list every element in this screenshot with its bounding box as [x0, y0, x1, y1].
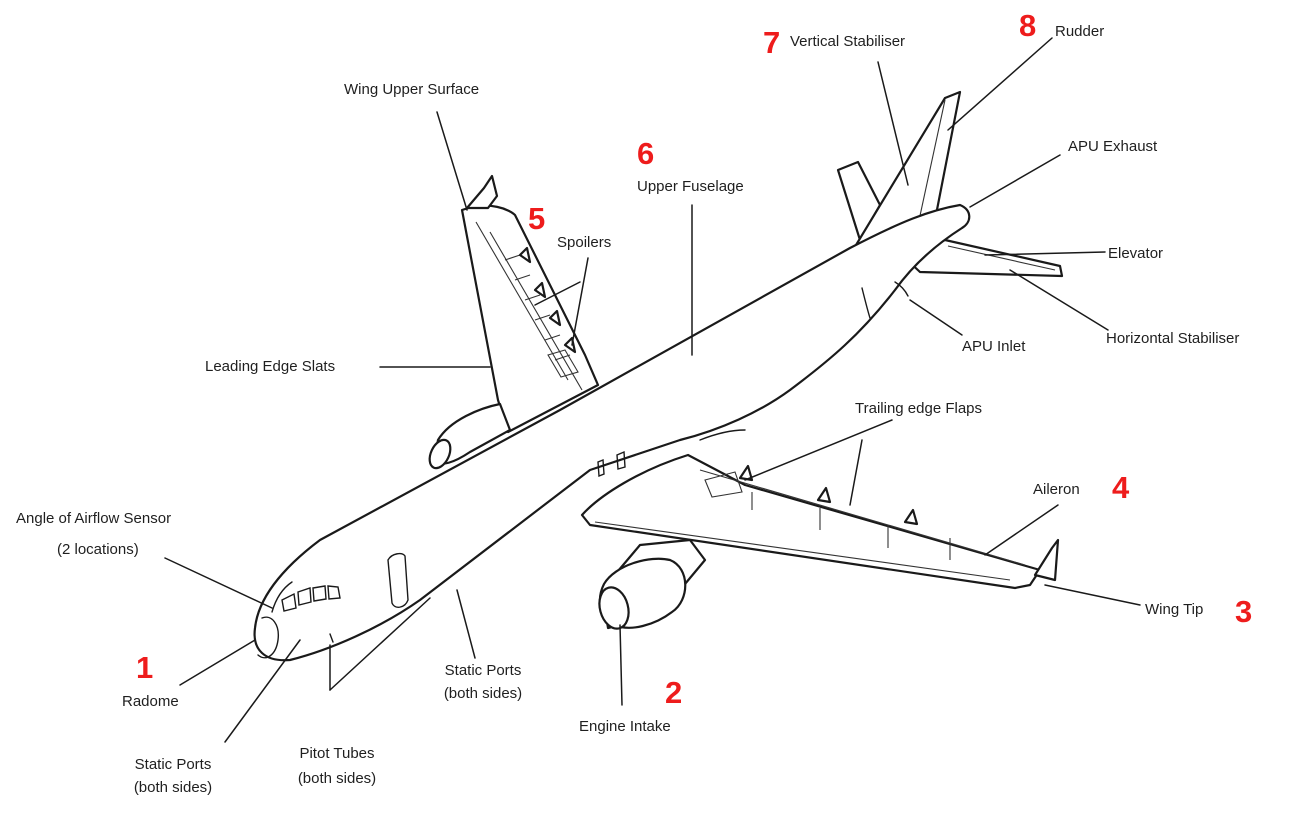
label-wing-tip: Wing Tip — [1145, 601, 1204, 618]
label-leading-edge-slats: Leading Edge Slats — [205, 358, 336, 375]
label-static-ports-fuselage-note: (both sides) — [443, 685, 523, 702]
label-engine-intake: Engine Intake — [579, 718, 671, 735]
label-aileron: Aileron — [1033, 481, 1080, 498]
fuselage — [253, 203, 971, 662]
label-radome: Radome — [122, 693, 179, 710]
label-angle-of-airflow-sensor-note: (2 locations) — [57, 541, 139, 558]
marker-6-upper-fuselage: 6 — [637, 136, 655, 171]
label-upper-fuselage: Upper Fuselage — [637, 178, 744, 195]
label-rudder: Rudder — [1055, 23, 1105, 40]
marker-1-radome: 1 — [136, 650, 154, 685]
marker-8-rudder: 8 — [1019, 8, 1037, 43]
leader-lines — [164, 37, 1141, 743]
marker-4-aileron: 4 — [1112, 470, 1130, 505]
label-wing-upper-surface: Wing Upper Surface — [344, 81, 480, 98]
marker-5-spoilers: 5 — [528, 201, 546, 236]
label-trailing-edge-flaps: Trailing edge Flaps — [855, 400, 983, 417]
label-elevator: Elevator — [1108, 245, 1164, 262]
label-horizontal-stabiliser: Horizontal Stabiliser — [1106, 330, 1240, 347]
near-wing — [580, 453, 1060, 590]
label-angle-of-airflow-sensor: Angle of Airflow Sensor — [16, 510, 172, 527]
label-static-ports-nose-note: (both sides) — [133, 779, 213, 796]
label-apu-inlet: APU Inlet — [962, 338, 1026, 355]
label-pitot-tubes-note: (both sides) — [297, 770, 377, 787]
label-vertical-stabiliser: Vertical Stabiliser — [790, 33, 906, 50]
near-engine — [598, 538, 707, 630]
label-pitot-tubes: Pitot Tubes — [299, 745, 375, 762]
label-static-ports-nose: Static Ports — [134, 756, 212, 773]
label-spoilers: Spoilers — [557, 234, 612, 251]
marker-2-engine-intake: 2 — [665, 675, 683, 710]
far-wing — [460, 174, 600, 434]
nose-section — [257, 581, 341, 659]
label-apu-exhaust: APU Exhaust — [1068, 138, 1158, 155]
marker-7-vertical-stabiliser: 7 — [763, 25, 781, 60]
label-static-ports-fuselage: Static Ports — [444, 662, 522, 679]
marker-3-wing-tip: 3 — [1235, 594, 1253, 629]
far-engine — [428, 402, 512, 470]
